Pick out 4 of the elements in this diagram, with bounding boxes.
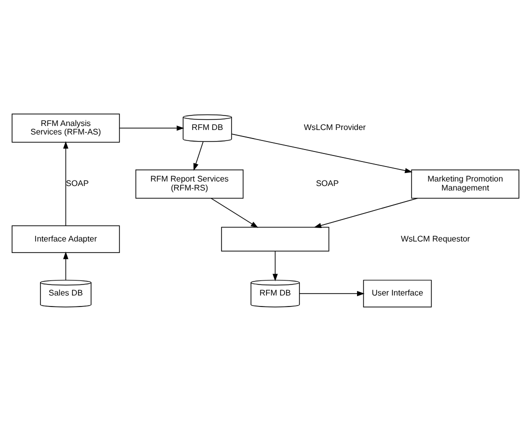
label: WsLCM Requestor xyxy=(400,234,470,244)
label: SOAP xyxy=(316,179,339,188)
edge-label: SOAP xyxy=(66,179,89,188)
label: WsLCM Provider xyxy=(304,123,366,132)
